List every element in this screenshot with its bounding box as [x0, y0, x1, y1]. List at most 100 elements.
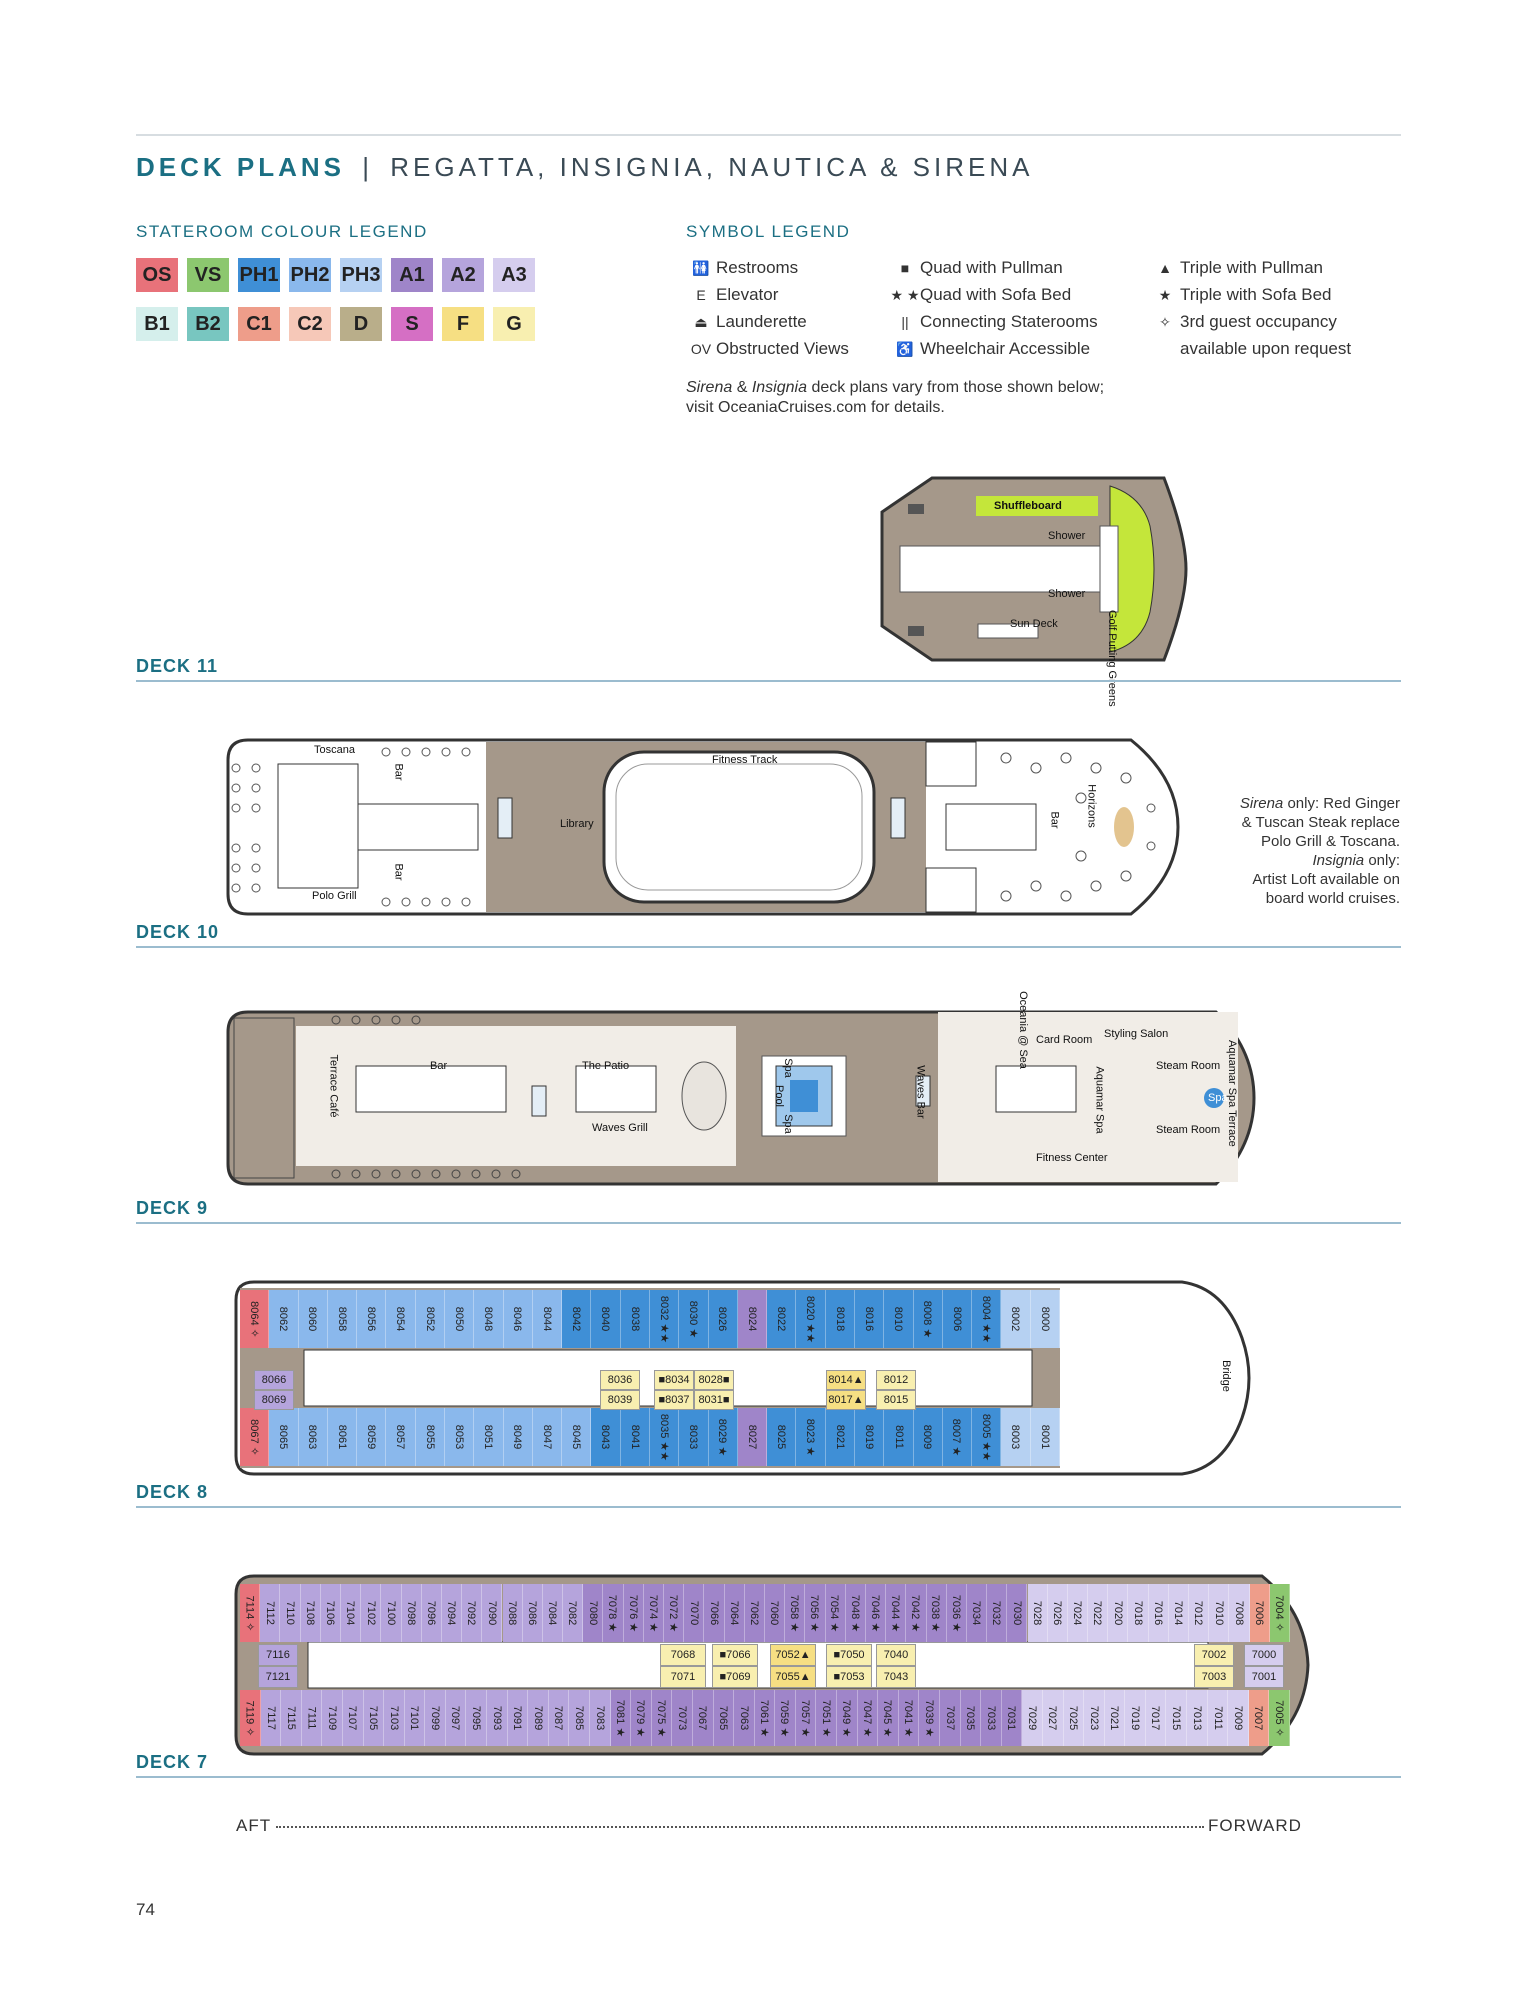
cabin: 8031■: [694, 1390, 734, 1410]
horizons-label: Horizons: [1085, 784, 1098, 828]
legend-item: 🚻Restrooms: [686, 258, 798, 278]
bridge-label: Bridge: [1219, 1360, 1232, 1392]
cabin-number: 7109: [326, 1705, 339, 1731]
cabin-number: 8040: [599, 1306, 612, 1332]
cabin-number: 7024: [1071, 1600, 1084, 1626]
cabin: 8005 ★★: [972, 1408, 1002, 1466]
cabin: 7114 ✧: [240, 1584, 261, 1642]
cabin-number: 7075 ★: [655, 1699, 668, 1737]
cabin-number: 8004 ★★: [979, 1295, 992, 1343]
cabin-number: 7056 ★: [808, 1594, 821, 1632]
cabin: 7042 ★: [906, 1584, 927, 1642]
aft-forward-line: [276, 1826, 1204, 1828]
cabin: 8048: [474, 1290, 504, 1348]
cabin-number: 7104: [344, 1600, 357, 1626]
cabin-number: 7022: [1091, 1600, 1104, 1626]
cabin: 8029 ★: [708, 1408, 738, 1466]
cabin-number: 8020 ★★: [804, 1295, 817, 1343]
cabin: 8043: [591, 1408, 621, 1466]
shower-label-2: Shower: [1048, 588, 1086, 600]
deck-8-label: DECK 8: [136, 1482, 209, 1502]
cabin-number: 7021: [1108, 1705, 1121, 1731]
cabin-number: 8009: [921, 1424, 934, 1450]
cabin: 7080: [583, 1584, 604, 1642]
cabin: 7025: [1063, 1690, 1085, 1746]
bar-label-3: Bar: [1048, 811, 1061, 829]
swatch-g: G: [493, 307, 535, 341]
cabin: 7103: [384, 1690, 405, 1746]
symbol-legend-note: Sirena & Insignia deck plans vary from t…: [686, 379, 1105, 416]
cabin-number: 7008: [1233, 1600, 1246, 1626]
cabin-number: 7091: [511, 1705, 524, 1731]
cabin: 8049: [503, 1408, 533, 1466]
legend-label: Quad with Pullman: [920, 258, 1063, 277]
cabin: 8030 ★: [679, 1290, 709, 1348]
cabin: 8056: [357, 1290, 387, 1348]
cabin: 8055: [415, 1408, 445, 1466]
cabin: 7119 ✧: [240, 1690, 261, 1746]
cabin: ■7050: [826, 1644, 872, 1666]
cabin: 7110: [280, 1584, 301, 1642]
cabin: 8022: [767, 1290, 797, 1348]
cabin: 8051: [474, 1408, 504, 1466]
cabin-number: 8035 ★★: [657, 1413, 670, 1461]
cabin-number: 7037: [943, 1705, 956, 1731]
cabin: 7115: [281, 1690, 302, 1746]
cabin-number: 7049 ★: [840, 1699, 853, 1737]
deck-11-label: DECK 11: [136, 656, 219, 676]
cabin: 7005 ✧: [1269, 1690, 1290, 1746]
legend-label: Connecting Staterooms: [920, 312, 1098, 331]
legend-label: Triple with Sofa Bed: [1180, 285, 1332, 304]
legend-label: Elevator: [716, 285, 779, 304]
cabin-number: 7106: [324, 1600, 337, 1626]
cabin-number: 7088: [506, 1600, 519, 1626]
cabin-number: 8046: [511, 1306, 524, 1332]
cabin: 7104: [340, 1584, 362, 1642]
cabin: 7000: [1244, 1644, 1284, 1666]
page-title: DECK PLANS | REGATTA, INSIGNIA, NAUTICA …: [136, 152, 1034, 182]
cabin: 8000: [1030, 1290, 1060, 1348]
cabin: 7075 ★: [651, 1690, 673, 1746]
cabin-number: 7042 ★: [909, 1594, 922, 1632]
cabin-number: 7076 ★: [626, 1594, 639, 1632]
cabin-number: 8022: [775, 1306, 788, 1332]
cabin: 7039 ★: [919, 1690, 940, 1746]
cabin-number: 8007 ★: [950, 1418, 963, 1456]
cabin: 7032: [987, 1584, 1008, 1642]
card-room-label: Card Room: [1036, 1034, 1093, 1046]
cabin: 7037: [940, 1690, 961, 1746]
cabin: 7101: [404, 1690, 426, 1746]
cabin-number: 7045 ★: [881, 1699, 894, 1737]
cabin: 8035 ★★: [650, 1408, 680, 1466]
cabin-number: 7090: [485, 1600, 498, 1626]
cabin: 7006: [1249, 1584, 1270, 1642]
cabin: 7009: [1228, 1690, 1249, 1746]
star-icon: ★: [1158, 287, 1172, 303]
legend-label: Wheelchair Accessible: [920, 339, 1091, 358]
cabin-number: 7031: [1005, 1705, 1018, 1731]
cabin: 7055▲: [770, 1666, 816, 1688]
cabin: 7107: [342, 1690, 364, 1746]
wheelchair-icon: ♿: [896, 341, 914, 357]
cabin-number: 7036 ★: [949, 1594, 962, 1632]
cabin: 8042: [562, 1290, 592, 1348]
cabin: 8052: [415, 1290, 445, 1348]
cabin-number: 7039 ★: [922, 1699, 935, 1737]
spa-label-2: Spa: [781, 1114, 794, 1134]
cabin-number: 7026: [1051, 1600, 1064, 1626]
legend-item: ✧3rd guest occupancy: [1150, 312, 1337, 332]
cabin-number: 7054 ★: [828, 1594, 841, 1632]
cabin: 7031: [1001, 1690, 1023, 1746]
cabin: 8027: [737, 1408, 768, 1466]
cabin: 7060: [765, 1584, 786, 1642]
cabin: 7048 ★: [845, 1584, 866, 1642]
cabin-number: 7005 ✧: [1272, 1699, 1285, 1737]
cabin: 7092: [462, 1584, 483, 1642]
cabin-number: 8042: [570, 1306, 583, 1332]
cabin: 7010: [1209, 1584, 1230, 1642]
cabin: 7034: [966, 1584, 988, 1642]
cabin-number: 8010: [892, 1306, 905, 1332]
cabin: 7084: [542, 1584, 564, 1642]
legend-item: ⏏Launderette: [686, 312, 806, 332]
cabin: 8002: [1001, 1290, 1031, 1348]
